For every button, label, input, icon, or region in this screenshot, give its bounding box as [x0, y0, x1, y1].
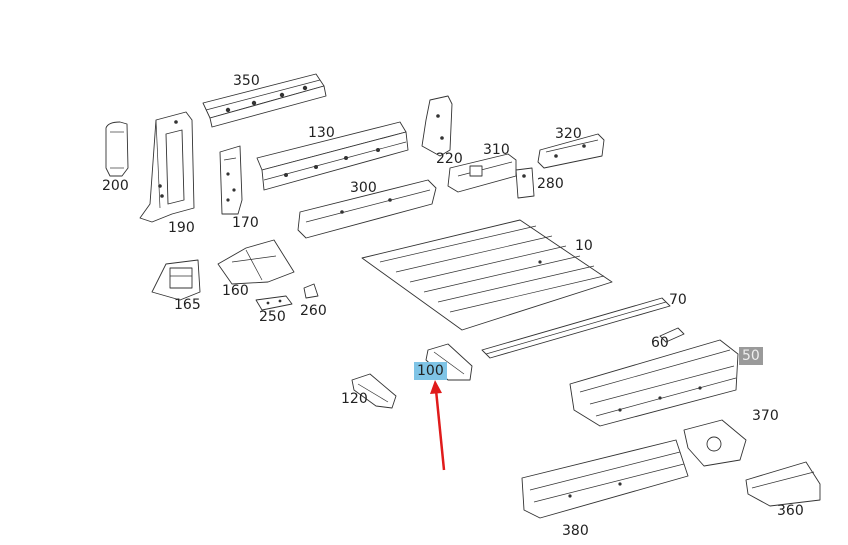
part-label-370[interactable]: 370: [752, 408, 779, 424]
part-label-360[interactable]: 360: [777, 503, 804, 519]
part-label-280[interactable]: 280: [537, 176, 564, 192]
part-label-220[interactable]: 220: [436, 151, 463, 167]
part-label-350[interactable]: 350: [233, 73, 260, 89]
part-260-drawing[interactable]: [303, 283, 319, 299]
part-label-165[interactable]: 165: [174, 297, 201, 313]
part-label-160[interactable]: 160: [222, 283, 249, 299]
part-10-drawing[interactable]: [361, 219, 613, 331]
part-label-10[interactable]: 10: [575, 238, 593, 254]
part-280-drawing[interactable]: [515, 167, 535, 199]
part-320-drawing[interactable]: [537, 133, 605, 169]
part-170-drawing[interactable]: [219, 145, 243, 215]
part-70-drawing[interactable]: [481, 297, 671, 359]
part-label-60[interactable]: 60: [651, 335, 669, 351]
part-60-drawing[interactable]: [659, 327, 685, 343]
part-160-drawing[interactable]: [217, 239, 295, 285]
pointer-arrow: [430, 380, 446, 471]
part-190-drawing[interactable]: [139, 111, 195, 223]
part-label-310[interactable]: 310: [483, 142, 510, 158]
part-250-drawing[interactable]: [255, 295, 293, 311]
part-100-drawing[interactable]: [425, 343, 473, 381]
part-label-200[interactable]: 200: [102, 178, 129, 194]
part-350-drawing[interactable]: [202, 73, 327, 128]
part-label-100[interactable]: 100: [414, 362, 447, 380]
part-200-drawing[interactable]: [105, 121, 129, 177]
part-370-drawing[interactable]: [683, 419, 747, 467]
part-label-50[interactable]: 50: [739, 347, 763, 365]
part-220-drawing[interactable]: [421, 95, 453, 157]
part-label-300[interactable]: 300: [350, 180, 377, 196]
part-label-320[interactable]: 320: [555, 126, 582, 142]
part-label-250[interactable]: 250: [259, 309, 286, 325]
part-300-drawing[interactable]: [297, 179, 437, 239]
part-label-120[interactable]: 120: [341, 391, 368, 407]
part-label-130[interactable]: 130: [308, 125, 335, 141]
part-50-drawing[interactable]: [569, 339, 739, 427]
part-label-260[interactable]: 260: [300, 303, 327, 319]
part-360-drawing[interactable]: [745, 461, 821, 507]
part-120-drawing[interactable]: [351, 373, 397, 409]
part-165-drawing[interactable]: [151, 259, 201, 301]
part-380-drawing[interactable]: [521, 439, 689, 519]
part-label-190[interactable]: 190: [168, 220, 195, 236]
part-130-drawing[interactable]: [256, 121, 409, 191]
part-label-170[interactable]: 170: [232, 215, 259, 231]
part-label-70[interactable]: 70: [669, 292, 687, 308]
part-label-380[interactable]: 380: [562, 523, 589, 539]
